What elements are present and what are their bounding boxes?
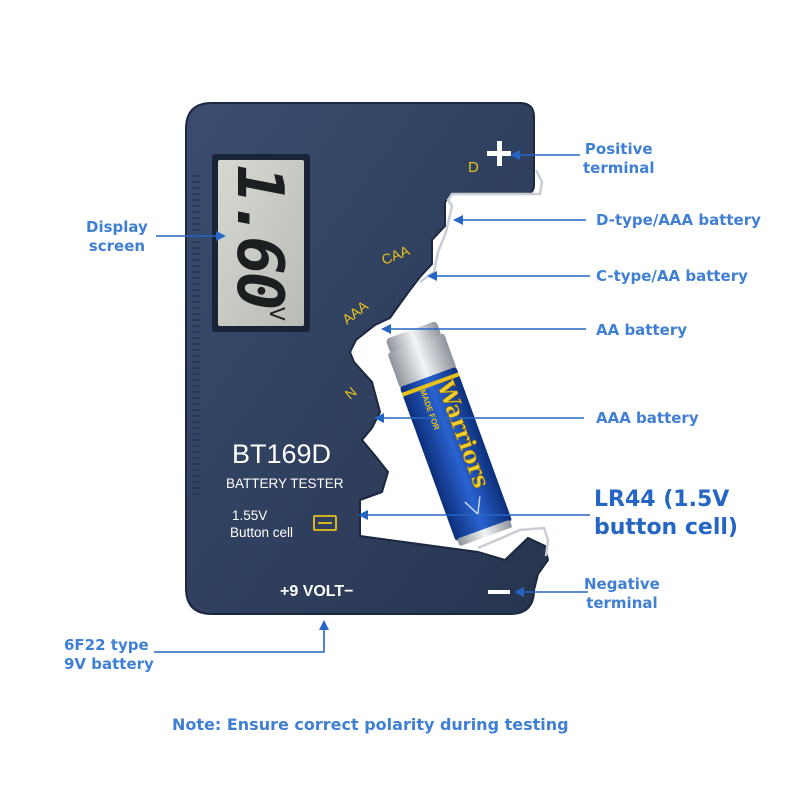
minus-sign-icon xyxy=(488,590,510,594)
negative-contact-strip xyxy=(477,526,550,557)
button-cell-slot-icon xyxy=(313,515,337,531)
model-subtitle: BATTERY TESTER xyxy=(226,476,344,491)
lcd-display: 1.60 V xyxy=(212,154,310,332)
callout-lr44: LR44 (1.5V button cell) xyxy=(594,487,738,540)
callout-aa-battery: AA battery xyxy=(596,321,687,339)
callout-aaa-battery: AAA battery xyxy=(596,409,699,427)
model-name: BT169D xyxy=(232,439,331,469)
button-cell-voltage: 1.55V xyxy=(232,508,267,523)
callout-negative-terminal: Negative terminal xyxy=(584,575,660,612)
nine-volt-label: +9 VOLT− xyxy=(280,583,354,600)
callout-positive-terminal: Positive terminal xyxy=(583,140,655,177)
lcd-reading: 1.60 xyxy=(222,165,296,308)
callout-display-screen: Display screen xyxy=(86,218,148,255)
aa-battery: Warriors MADE FOR xyxy=(386,321,512,546)
callout-6f22: 6F22 type 9V battery xyxy=(64,636,154,673)
slot-label-d: D xyxy=(468,159,479,176)
positive-contact-strip xyxy=(419,169,544,284)
plus-sign-icon xyxy=(487,141,511,166)
callout-c-type-aa: C-type/AA battery xyxy=(596,267,748,285)
lcd-unit: V xyxy=(265,307,289,321)
callout-d-type-aaa: D-type/AAA battery xyxy=(596,211,761,229)
polarity-note: Note: Ensure correct polarity during tes… xyxy=(172,715,569,734)
button-cell-label: Button cell xyxy=(230,525,293,540)
callout-arrows xyxy=(154,150,590,653)
